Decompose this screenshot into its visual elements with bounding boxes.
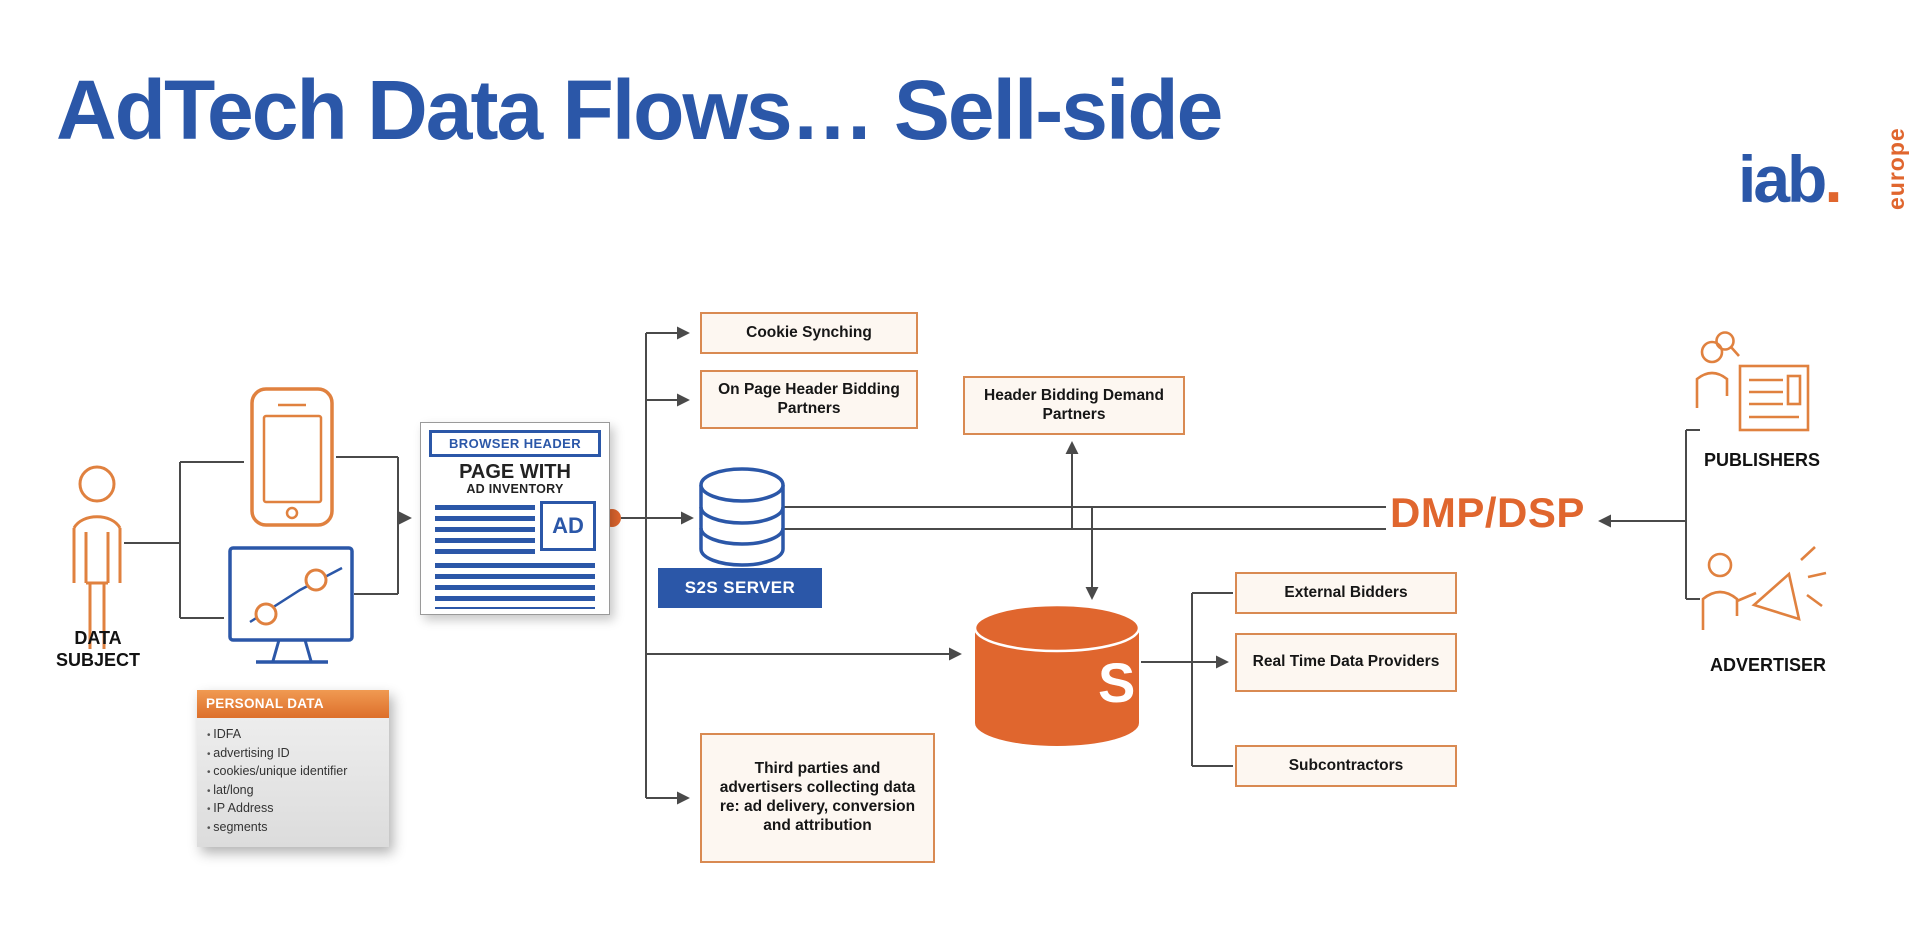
publishers-icon bbox=[1695, 331, 1810, 432]
publishers-label: PUBLISHERS bbox=[1703, 450, 1820, 470]
header-bidding-demand-box: Header Bidding Demand Partners bbox=[963, 376, 1185, 435]
personal-data-panel: PERSONAL DATA IDFA advertising ID cookie… bbox=[197, 690, 389, 847]
logo-europe-text: europe bbox=[1883, 127, 1909, 210]
logo-iab-text: iab bbox=[1738, 142, 1827, 216]
cookie-synching-box: Cookie Synching bbox=[700, 312, 918, 354]
ad-inventory-text: AD INVENTORY bbox=[466, 482, 564, 496]
logo-dot: . bbox=[1824, 142, 1842, 216]
personal-data-item: cookies/unique identifier bbox=[207, 763, 379, 782]
third-parties-box: Third parties and advertisers collecting… bbox=[700, 733, 935, 863]
personal-data-item: IP Address bbox=[207, 800, 379, 819]
ssp-database-icon: S bbox=[973, 603, 1141, 746]
s2s-database-icon bbox=[699, 467, 785, 567]
personal-data-item: lat/long bbox=[207, 782, 379, 801]
computer-icon bbox=[228, 546, 354, 664]
subcontractors-box: Subcontractors bbox=[1235, 745, 1457, 787]
on-page-header-bidding-box: On Page Header Bidding Partners bbox=[700, 370, 918, 429]
personal-data-item: segments bbox=[207, 819, 379, 838]
logo-iab-wordmark: iab. bbox=[1738, 146, 1843, 212]
browser-window: BROWSER HEADER PAGE WITH AD INVENTORY AD bbox=[420, 422, 610, 615]
ad-slot: AD bbox=[540, 501, 596, 551]
data-subject-label: DATA SUBJECT bbox=[55, 628, 140, 670]
dmp-dsp-label: DMP/DSP bbox=[1390, 489, 1585, 536]
page-with-text: PAGE WITH bbox=[459, 461, 571, 483]
page-text-lines bbox=[435, 563, 595, 609]
s2s-server-label: S2S SERVER bbox=[658, 568, 822, 608]
real-time-data-providers-box: Real Time Data Providers bbox=[1235, 633, 1457, 692]
browser-header-badge: BROWSER HEADER bbox=[429, 430, 601, 457]
page-text-lines bbox=[435, 505, 535, 554]
personal-data-list: IDFA advertising ID cookies/unique ident… bbox=[197, 718, 389, 847]
advertiser-icon bbox=[1701, 546, 1827, 630]
slide-title: AdTech Data Flows… Sell-side bbox=[56, 63, 1223, 157]
personal-data-header: PERSONAL DATA bbox=[197, 690, 389, 718]
advertiser-label: ADVERTISER bbox=[1709, 655, 1826, 675]
personal-data-item: advertising ID bbox=[207, 745, 379, 764]
smartphone-icon bbox=[250, 387, 334, 527]
data-subject-icon bbox=[72, 465, 122, 649]
iab-europe-logo: iab. europe bbox=[1738, 42, 1910, 217]
external-bidders-box: External Bidders bbox=[1235, 572, 1457, 614]
personal-data-item: IDFA bbox=[207, 726, 379, 745]
ssp-partial-label: S bbox=[1098, 651, 1135, 714]
